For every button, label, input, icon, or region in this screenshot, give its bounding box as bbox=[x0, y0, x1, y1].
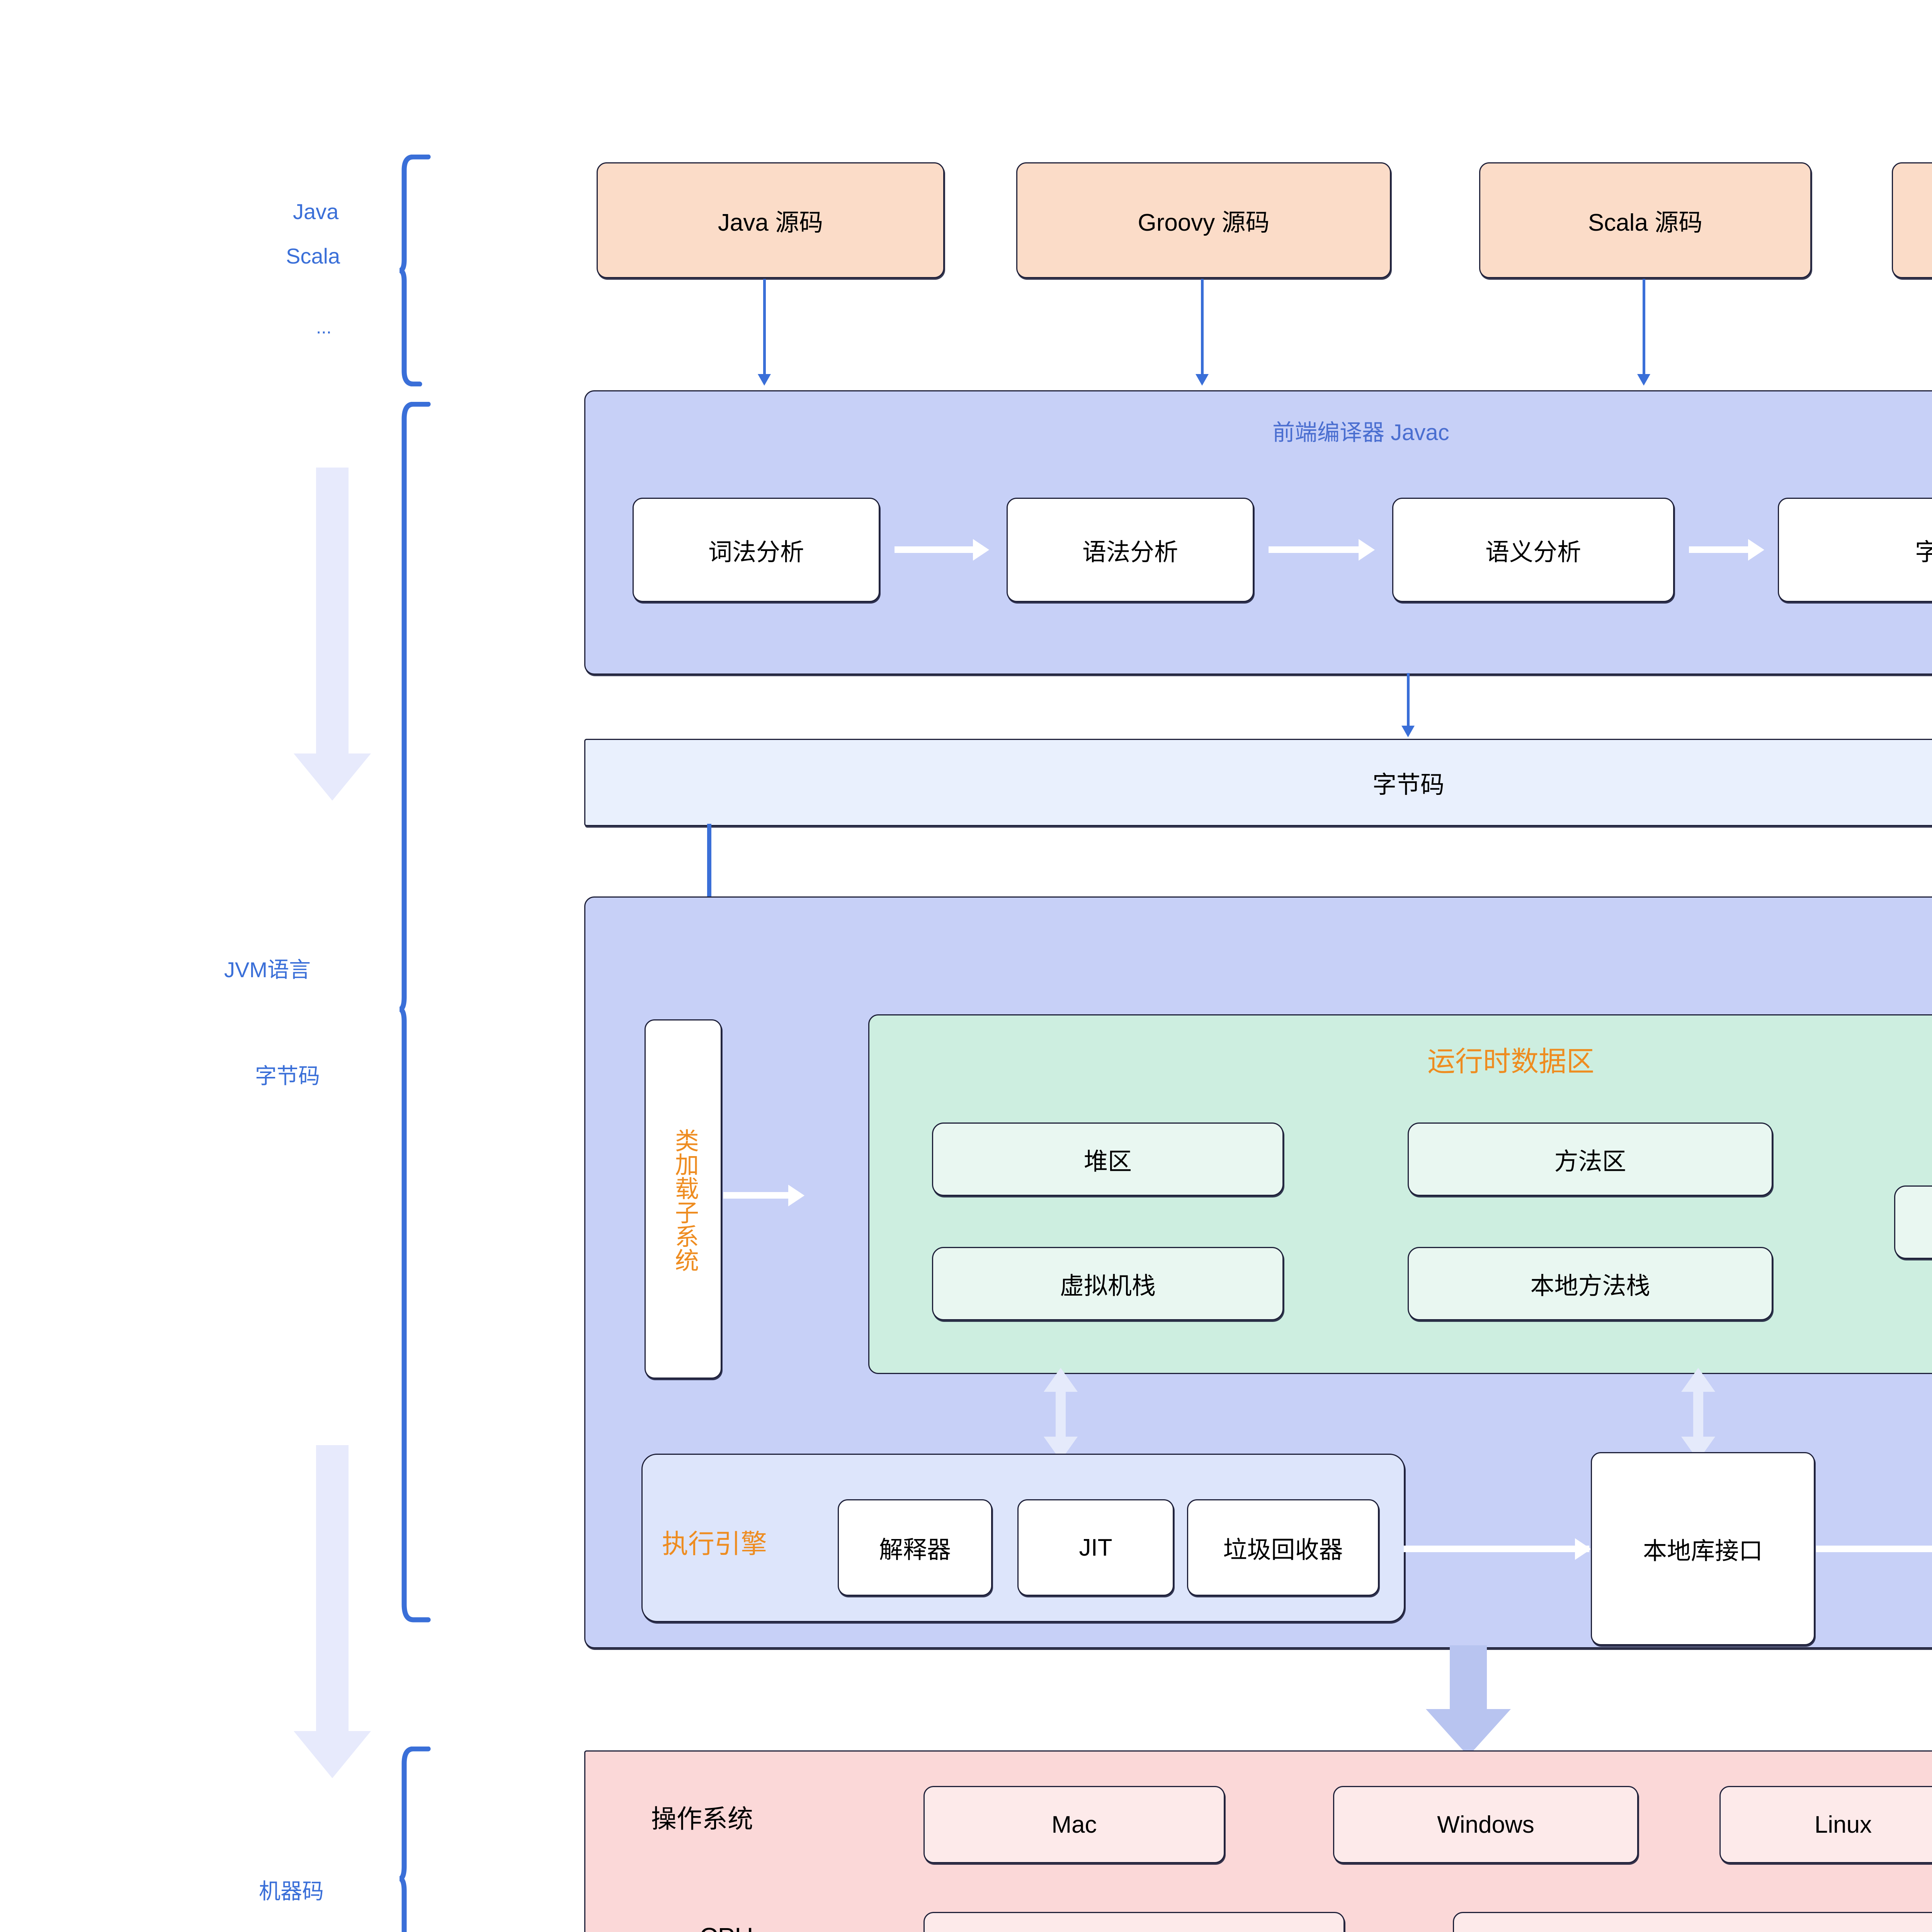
os-item-label: Linux bbox=[1814, 1811, 1872, 1838]
compiler-phase-lexical[interactable]: 词法分析 bbox=[633, 498, 880, 602]
arrow-classloader-to-rtdata bbox=[723, 1192, 791, 1199]
arrow-java-to-compiler-head bbox=[758, 374, 771, 386]
os-item-windows[interactable]: Windows bbox=[1333, 1786, 1638, 1863]
native-box-label: 本地库接口 bbox=[1643, 1538, 1763, 1565]
cpu-row-label: CPU bbox=[699, 1922, 753, 1932]
os-item-label: Mac bbox=[1051, 1811, 1097, 1838]
left-flow-arrow-compile bbox=[294, 468, 371, 801]
left-flow-arrow-runtime bbox=[294, 1445, 371, 1778]
arrow-into-native-interface bbox=[1677, 1368, 1719, 1461]
source-box-label: Java 源码 bbox=[718, 209, 823, 236]
compiler-phase-label: 词法分析 bbox=[708, 539, 804, 566]
arrow-jvm-to-platform bbox=[1426, 1645, 1511, 1757]
os-item-linux[interactable]: Linux bbox=[1719, 1786, 1932, 1863]
execution-engine-title: 执行引擎 bbox=[662, 1529, 767, 1559]
source-box-kotlin[interactable]: Kotlin 源码 bbox=[1892, 162, 1932, 278]
runtime-region-label: 堆区 bbox=[1083, 1148, 1132, 1175]
left-label-jvm-language: JVM语言 bbox=[224, 957, 311, 982]
arrow-compiler-to-bytecode-head bbox=[1401, 726, 1415, 737]
compiler-phase-label: 字节码生成 bbox=[1915, 539, 1932, 566]
left-label-ellipsis: ... bbox=[316, 317, 332, 338]
frontend-compiler-title: 前端编译器 Javac bbox=[1272, 420, 1449, 445]
arrow-engine-to-native-interface bbox=[1404, 1546, 1589, 1552]
arrow-rtdata-engine-left bbox=[1039, 1368, 1082, 1461]
platform-panel bbox=[584, 1750, 1932, 1932]
os-row-label: 操作系统 bbox=[651, 1804, 753, 1833]
runtime-region-label: 本地方法栈 bbox=[1530, 1273, 1650, 1299]
source-box-scala[interactable]: Scala 源码 bbox=[1479, 162, 1811, 278]
runtime-region-label: 虚拟机栈 bbox=[1060, 1273, 1156, 1299]
engine-item-label: 垃圾回收器 bbox=[1223, 1537, 1343, 1563]
source-box-label: Groovy 源码 bbox=[1138, 209, 1270, 236]
arrow-scala-to-compiler bbox=[1643, 279, 1645, 376]
class-loader-subsystem-label: 类加载子系统 bbox=[671, 1128, 698, 1272]
runtime-region-method-area[interactable]: 方法区 bbox=[1408, 1122, 1773, 1196]
arrow-engine-to-native-interface-head bbox=[1575, 1538, 1591, 1560]
arrow-groovy-to-compiler-head bbox=[1196, 374, 1209, 386]
source-box-groovy[interactable]: Groovy 源码 bbox=[1016, 162, 1391, 278]
arrow-lexical-to-syntax-head bbox=[973, 539, 989, 561]
runtime-data-area-title: 运行时数据区 bbox=[1427, 1046, 1595, 1077]
left-label-scala: Scala bbox=[286, 244, 340, 268]
cpu-item-x86-64[interactable]: x86_64 bbox=[923, 1912, 1345, 1932]
brace-left-jvm bbox=[399, 402, 431, 1622]
arrow-syntax-to-semantic bbox=[1269, 546, 1361, 553]
arrow-semantic-to-codegen-head bbox=[1748, 539, 1764, 561]
arrow-semantic-to-codegen bbox=[1689, 546, 1755, 553]
runtime-region-pc-register[interactable]: 程序计数器 bbox=[1894, 1185, 1932, 1259]
cpu-item-arm64[interactable]: ARM64 bbox=[1453, 1912, 1932, 1932]
runtime-region-label: 方法区 bbox=[1554, 1148, 1626, 1175]
compiler-phase-semantic[interactable]: 语义分析 bbox=[1392, 498, 1674, 602]
brace-left-machine-code bbox=[399, 1747, 431, 1932]
compiler-phase-label: 语义分析 bbox=[1485, 539, 1581, 566]
arrow-syntax-to-semantic-head bbox=[1359, 539, 1375, 561]
runtime-region-vm-stack[interactable]: 虚拟机栈 bbox=[932, 1247, 1284, 1320]
runtime-region-native-method-stack[interactable]: 本地方法栈 bbox=[1408, 1247, 1773, 1320]
arrow-java-to-compiler bbox=[763, 279, 766, 376]
class-loader-subsystem-box[interactable]: 类加载子系统 bbox=[645, 1019, 722, 1379]
source-box-label: Scala 源码 bbox=[1588, 209, 1703, 236]
arrow-scala-to-compiler-head bbox=[1637, 374, 1650, 386]
arrow-classloader-to-rtdata-head bbox=[788, 1185, 804, 1206]
arrow-groovy-to-compiler bbox=[1201, 279, 1204, 376]
left-label-bytecode: 字节码 bbox=[255, 1064, 320, 1088]
arrow-compiler-to-bytecode bbox=[1407, 673, 1410, 727]
left-label-java: Java bbox=[293, 199, 339, 224]
compiler-phase-codegen[interactable]: 字节码生成 bbox=[1778, 498, 1932, 602]
native-library-interface-box[interactable]: 本地库接口 bbox=[1591, 1452, 1815, 1645]
arrow-native-interface-to-library bbox=[1816, 1546, 1932, 1552]
runtime-region-heap[interactable]: 堆区 bbox=[932, 1122, 1284, 1196]
engine-item-label: JIT bbox=[1079, 1534, 1112, 1561]
compiler-phase-syntax[interactable]: 语法分析 bbox=[1007, 498, 1254, 602]
os-item-label: Windows bbox=[1437, 1811, 1534, 1838]
engine-item-gc[interactable]: 垃圾回收器 bbox=[1187, 1499, 1379, 1596]
source-box-java[interactable]: Java 源码 bbox=[597, 162, 944, 278]
engine-item-label: 解释器 bbox=[879, 1537, 951, 1563]
bytecode-bar: 字节码 bbox=[584, 739, 1932, 826]
compiler-phase-label: 语法分析 bbox=[1082, 539, 1178, 566]
brace-left-languages bbox=[399, 155, 431, 386]
bytecode-bar-label: 字节码 bbox=[1372, 772, 1444, 798]
engine-item-interpreter[interactable]: 解释器 bbox=[838, 1499, 992, 1596]
left-label-machine-code: 机器码 bbox=[259, 1879, 324, 1903]
os-item-mac[interactable]: Mac bbox=[923, 1786, 1225, 1863]
engine-item-jit[interactable]: JIT bbox=[1017, 1499, 1174, 1596]
arrow-lexical-to-syntax bbox=[895, 546, 976, 553]
